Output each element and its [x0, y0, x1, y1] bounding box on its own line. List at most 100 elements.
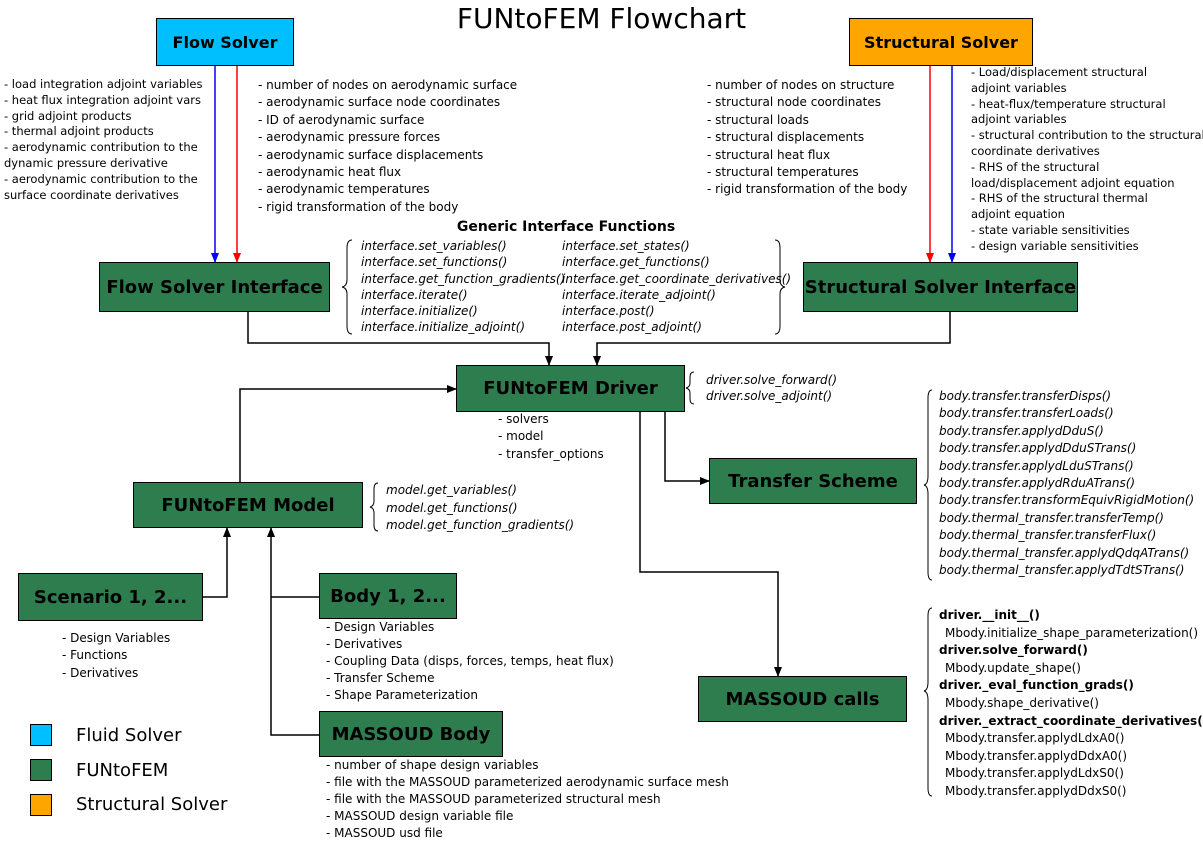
- struct-forward-list: - number of nodes on structure - structu…: [707, 77, 907, 199]
- list-item: - transfer_options: [498, 446, 604, 461]
- list-item: - Load/displacement structural: [971, 65, 1148, 79]
- flow-forward-list: - number of nodes on aerodynamic surface…: [258, 77, 517, 216]
- list-item: - aerodynamic contribution to the: [4, 140, 198, 155]
- list-item: - structural node coordinates: [707, 95, 881, 110]
- list-item: - grid adjoint products: [4, 108, 132, 123]
- massoud-body-to-model: [267, 527, 319, 736]
- list-item: - rigid transformation of the body: [707, 182, 908, 197]
- list-item: - number of nodes on structure: [707, 78, 895, 92]
- list-item: - structural contribution to the structu…: [971, 128, 1203, 143]
- driver-functions: driver.solve_forward() driver.solve_adjo…: [706, 372, 837, 405]
- function-item: model.get_functions(): [386, 500, 518, 515]
- list-item: - aerodynamic contribution to the: [4, 171, 198, 186]
- struct-interface-to-driver: [593, 312, 951, 366]
- list-item: dynamic pressure derivative: [4, 155, 168, 170]
- list-item: - Shape Parameterization: [326, 688, 478, 702]
- body-box[interactable]: Body 1, 2...: [319, 573, 457, 619]
- function-item: interface.post_adjoint(): [562, 320, 702, 335]
- driver-list: - solvers - model - transfer_options: [498, 411, 604, 463]
- list-item: - structural temperatures: [707, 165, 859, 180]
- flow-solver-interface-box[interactable]: Flow Solver Interface: [99, 262, 330, 312]
- legend-swatch-fluid: [30, 724, 52, 746]
- function-item: interface.set_functions(): [361, 255, 508, 270]
- function-item: interface.get_function_gradients(): [361, 271, 566, 286]
- list-item: - Coupling Data (disps, forces, temps, h…: [326, 654, 614, 668]
- function-item: interface.set_states(): [562, 239, 690, 253]
- function-item: interface.post(): [562, 304, 655, 319]
- list-item: - model: [498, 429, 544, 444]
- flow-solver-box[interactable]: Flow Solver: [156, 18, 294, 66]
- list-item: - MASSOUD design variable file: [326, 809, 514, 823]
- function-item: body.thermal_transfer.transferTemp(): [939, 510, 1164, 525]
- massoud-calls-list: driver.__init__() Mbody.initialize_shape…: [939, 607, 1203, 801]
- list-item: - Derivatives: [62, 665, 139, 680]
- driver-brace: [685, 371, 695, 405]
- list-item: Mbody.initialize_shape_parameterization(…: [945, 625, 1199, 640]
- function-item: model.get_variables(): [386, 483, 517, 497]
- function-item: driver.solve_forward(): [706, 373, 838, 387]
- list-item: - structural heat flux: [707, 147, 831, 162]
- flow-interface-to-driver: [247, 312, 553, 366]
- list-item: - aerodynamic surface node coordinates: [258, 95, 501, 110]
- scenario-list: - Design Variables - Functions - Derivat…: [62, 630, 170, 682]
- function-item: interface.set_variables(): [361, 239, 507, 253]
- function-item: interface.initialize_adjoint(): [361, 320, 526, 335]
- list-item: driver.solve_forward(): [939, 643, 1088, 658]
- list-item: - MASSOUD usd file: [326, 826, 443, 840]
- transfer-brace: [923, 389, 933, 581]
- list-item: driver.__init__(): [939, 608, 1040, 622]
- interface-functions-col1: interface.set_variables() interface.set_…: [361, 238, 565, 336]
- driver-to-transfer: [661, 403, 710, 485]
- model-to-driver: [239, 385, 457, 482]
- model-box[interactable]: FUNtoFEM Model: [133, 482, 363, 528]
- list-item: driver._eval_function_grads(): [939, 678, 1134, 693]
- list-item: load/displacement adjoint equation: [971, 175, 1175, 190]
- scenario-box[interactable]: Scenario 1, 2...: [18, 573, 203, 621]
- structural-solver-interface-box[interactable]: Structural Solver Interface: [803, 262, 1078, 312]
- function-item: body.transfer.applydRduATrans(): [939, 476, 1136, 491]
- body-list: - Design Variables - Derivatives - Coupl…: [326, 619, 614, 704]
- list-item: adjoint variables: [971, 112, 1067, 127]
- transfer-scheme-box[interactable]: Transfer Scheme: [709, 458, 917, 504]
- list-item: - state variable sensitivities: [971, 222, 1130, 237]
- function-item: body.thermal_transfer.transferFlux(): [939, 528, 1157, 543]
- function-item: body.transfer.applydDduSTrans(): [939, 441, 1137, 456]
- interface-brace-right: [774, 239, 786, 335]
- function-item: body.transfer.transferLoads(): [939, 406, 1114, 421]
- massoud-body-box[interactable]: MASSOUD Body: [319, 711, 503, 757]
- function-item: interface.get_functions(): [562, 255, 710, 270]
- list-item: - solvers: [498, 412, 549, 426]
- list-item: - Transfer Scheme: [326, 671, 435, 685]
- structural-solver-box[interactable]: Structural Solver: [849, 18, 1033, 66]
- list-item: - structural loads: [707, 112, 809, 127]
- function-item: body.transfer.applydDduS(): [939, 423, 1104, 438]
- legend-label-fluid: Fluid Solver: [76, 725, 182, 746]
- function-item: body.thermal_transfer.applydTdtSTrans(): [939, 563, 1185, 578]
- list-item: adjoint equation: [971, 207, 1065, 222]
- massoud-calls-brace: [923, 607, 933, 797]
- function-item: body.transfer.transferDisps(): [939, 389, 1112, 403]
- list-item: coordinate derivatives: [971, 143, 1100, 158]
- list-item: - aerodynamic heat flux: [258, 165, 402, 180]
- list-item: - design variable sensitivities: [971, 238, 1139, 253]
- list-item: - number of shape design variables: [326, 758, 539, 772]
- legend-label-structural: Structural Solver: [76, 794, 228, 815]
- list-item: - file with the MASSOUD parameterized ae…: [326, 775, 729, 789]
- list-item: - aerodynamic surface displacements: [258, 147, 484, 162]
- function-item: interface.initialize(): [361, 304, 478, 319]
- list-item: - Design Variables: [62, 631, 171, 645]
- legend-label-funtofem: FUNtoFEM: [76, 760, 169, 781]
- interface-functions-col2: interface.set_states() interface.get_fun…: [562, 238, 791, 336]
- list-item: - heat-flux/temperature structural: [971, 96, 1166, 111]
- function-item: interface.iterate_adjoint(): [562, 287, 716, 302]
- list-item: - thermal adjoint products: [4, 124, 154, 139]
- function-item: model.get_function_gradients(): [386, 518, 575, 532]
- list-item: - Functions: [62, 648, 128, 663]
- massoud-calls-box[interactable]: MASSOUD calls: [698, 676, 907, 722]
- driver-box[interactable]: FUNtoFEM Driver: [456, 365, 685, 412]
- list-item: driver._extract_coordinate_derivatives(): [939, 713, 1203, 728]
- interface-brace-left: [341, 239, 353, 335]
- list-item: Mbody.transfer.applydDdxS0(): [945, 783, 1127, 798]
- massoud-body-list: - number of shape design variables - fil…: [326, 757, 729, 842]
